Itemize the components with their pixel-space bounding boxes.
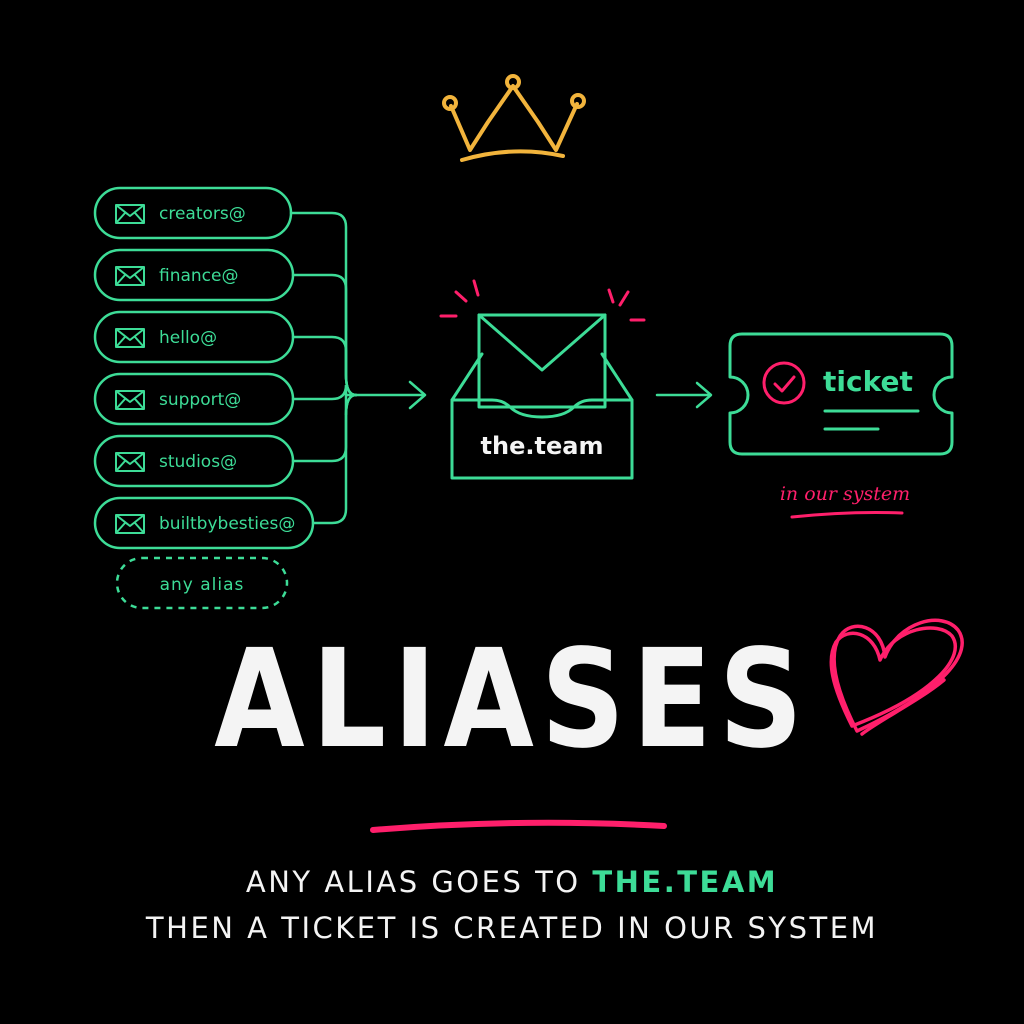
alias-pill: creators@ [93,186,293,240]
alias-pill: support@ [93,372,295,426]
inbox-sparkles [439,279,646,322]
ticket-note-underline [790,511,904,519]
mail-icon [115,204,145,224]
alias-connector [311,393,358,525]
mail-icon [115,514,145,534]
alias-label: hello@ [159,328,217,348]
alias-label: creators@ [159,204,246,224]
subtitle-line-2: THEN A TICKET IS CREATED IN OUR SYSTEM [145,911,879,945]
inbox-tray-icon [450,313,634,480]
any-alias-pill: any alias [115,556,289,610]
ticket-label: ticket [823,365,913,398]
alias-pill: studios@ [93,434,295,488]
alias-label: finance@ [159,266,238,286]
alias-pill: hello@ [93,310,295,364]
mail-icon [115,328,145,348]
arrow-to-inbox [344,380,427,410]
mail-icon [115,390,145,410]
alias-connector [291,335,358,397]
page-title: ALIASES [214,621,810,779]
crown-icon [442,74,586,162]
arrow-to-ticket [655,381,713,409]
alias-label: builtbybesties@ [159,514,295,534]
subtitle-line-1: ANY ALIAS GOES TO THE.TEAM [0,868,1024,897]
alias-pill: builtbybesties@ [93,496,315,550]
alias-connectors [289,211,358,525]
ticket-note: in our system [780,483,910,505]
alias-list: creators@ finance@ hello@ support@ studios@ b… [93,186,315,550]
mail-icon [115,452,145,472]
subtitle-line-1-prefix: ANY ALIAS GOES TO [245,865,581,899]
alias-pill: finance@ [93,248,295,302]
alias-label: support@ [159,390,241,410]
alias-label: studios@ [159,452,237,472]
inbox-label: the.team [481,432,604,460]
subtitle-line-1-accent: THE.TEAM [592,865,779,899]
any-alias-label: any alias [160,575,245,595]
ticket-card [728,332,954,456]
check-circle-icon [762,361,806,405]
heart-icon [829,618,964,736]
title-underline [370,819,667,833]
mail-icon [115,266,145,286]
